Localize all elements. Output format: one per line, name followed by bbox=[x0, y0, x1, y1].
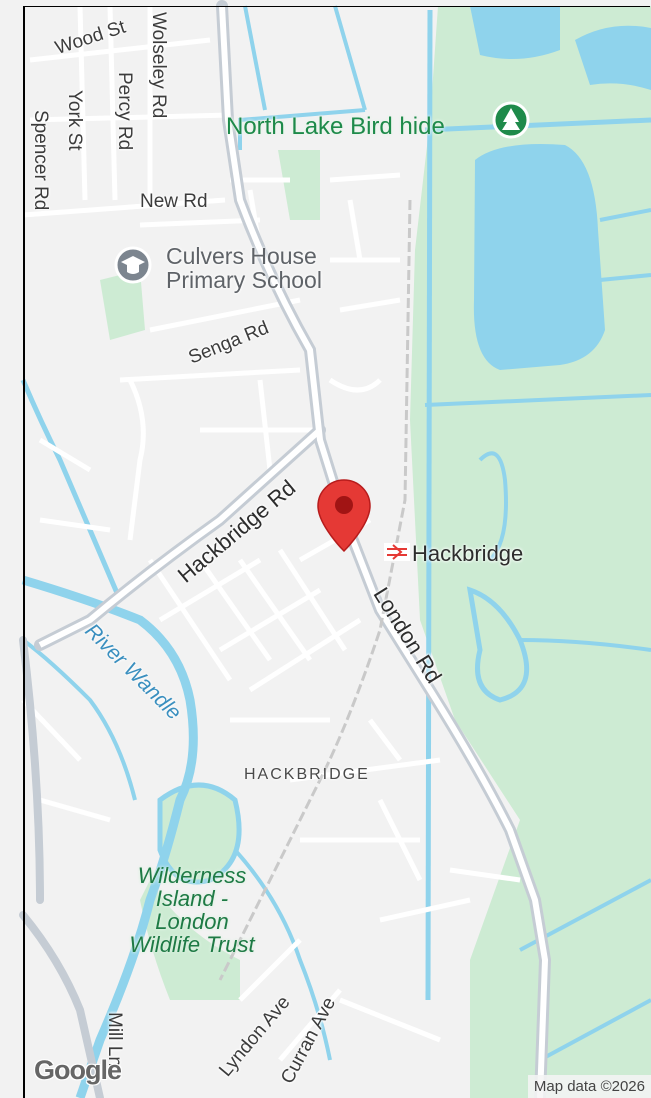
road-label-new-rd: New Rd bbox=[140, 191, 208, 212]
poi-school-label[interactable]: Culvers House Primary School bbox=[166, 243, 322, 294]
park-label-wilderness-island[interactable]: Wilderness Island - London Wildlife Trus… bbox=[129, 863, 255, 958]
road-label-york-st: York St bbox=[64, 90, 85, 151]
road-label-wolseley-rd: Wolseley Rd bbox=[148, 12, 169, 119]
map-attribution[interactable]: Map data ©2026 bbox=[527, 1075, 651, 1098]
district-label: HACKBRIDGE bbox=[244, 766, 370, 783]
rail-icon[interactable] bbox=[384, 543, 410, 561]
road-label-spencer-rd: Spencer Rd bbox=[30, 110, 51, 211]
location-pin-icon[interactable] bbox=[317, 479, 371, 553]
tree-icon[interactable] bbox=[492, 101, 530, 139]
google-logo: Google bbox=[34, 1055, 122, 1085]
poi-bird-hide-label[interactable]: North Lake Bird hide bbox=[226, 113, 445, 140]
station-label[interactable]: Hackbridge bbox=[412, 541, 524, 566]
school-icon[interactable] bbox=[114, 246, 152, 284]
road-label-percy-rd: Percy Rd bbox=[114, 72, 135, 151]
